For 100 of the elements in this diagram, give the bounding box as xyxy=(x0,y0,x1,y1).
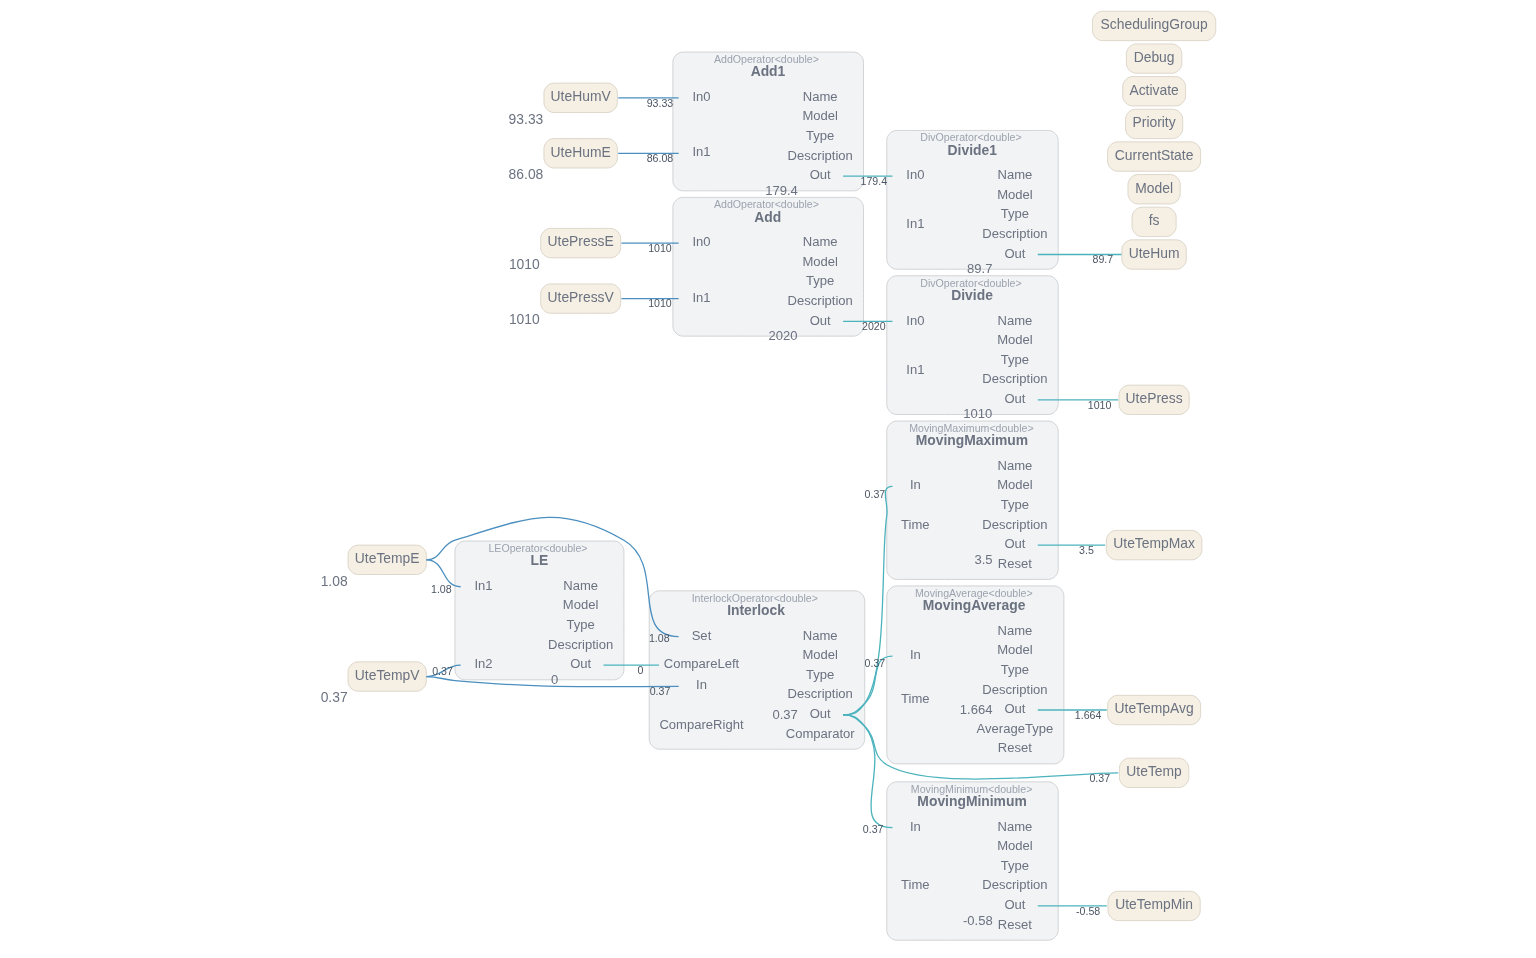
connector xyxy=(1037,709,1108,711)
node-text: Out xyxy=(809,167,831,183)
node-text: In0 xyxy=(692,88,711,104)
edge-label: 1.664 xyxy=(1074,708,1102,721)
edge-label: 93.33 xyxy=(646,96,674,109)
node-text: Name xyxy=(802,234,838,250)
node-text: In1 xyxy=(906,216,925,232)
edge-label: 0.37 xyxy=(862,823,884,836)
node-text: Out xyxy=(1004,536,1026,552)
node-text: Name xyxy=(997,167,1033,183)
connector xyxy=(842,714,894,829)
node-text: CompareRight xyxy=(659,716,744,732)
connector xyxy=(842,175,894,177)
node-box: UtePressV xyxy=(540,283,622,314)
edge-label: 1.08 xyxy=(431,582,452,595)
node-text: Model xyxy=(802,108,839,124)
node-text: Description xyxy=(548,636,614,652)
node-label: 0.37 xyxy=(772,706,798,722)
node-text: Reset xyxy=(997,740,1032,756)
node-text: Out xyxy=(1004,701,1026,717)
node-text: Description xyxy=(982,371,1048,387)
node-label: 93.33 xyxy=(508,110,544,127)
node-text: Name xyxy=(997,457,1033,473)
node-text: Model xyxy=(802,647,839,663)
node-text: Out xyxy=(1004,897,1026,913)
connector xyxy=(1037,905,1108,907)
node-text: Reset xyxy=(997,916,1032,932)
edge-label: 2020 xyxy=(862,320,886,333)
edge-label: 1.08 xyxy=(648,632,670,645)
edge-label: 86.08 xyxy=(646,152,674,165)
node-text: Type xyxy=(806,128,835,144)
node-text: Name xyxy=(997,818,1033,834)
node-label: 3.5 xyxy=(974,551,993,567)
edge-label: 0 xyxy=(637,663,644,676)
node-text: In xyxy=(909,647,921,663)
node-box: SchedulingGroup xyxy=(1092,10,1217,42)
node-text: Model xyxy=(997,332,1033,348)
node-box: UtePress xyxy=(1118,384,1190,415)
node-box: Model xyxy=(1127,174,1181,205)
node-text: In1 xyxy=(474,577,493,593)
node-box: UteHumE xyxy=(543,138,618,169)
node-text: Out xyxy=(1004,245,1026,261)
node-text: Description xyxy=(982,516,1048,532)
node-text: Type xyxy=(1000,857,1030,873)
node-text: Name xyxy=(997,622,1033,638)
node-label: 1.664 xyxy=(959,701,993,717)
node-text: Type xyxy=(1000,497,1030,513)
node-text: CompareLeft xyxy=(663,656,740,672)
node-text: Model xyxy=(997,838,1033,854)
connector xyxy=(602,664,660,666)
node-text: In2 xyxy=(474,656,493,672)
node-text: Type xyxy=(806,273,835,289)
node-text: AverageType xyxy=(976,720,1054,736)
node-text: Model xyxy=(802,253,839,269)
node-text: Out xyxy=(1004,390,1026,406)
node-text: In xyxy=(909,477,921,493)
node-text: Model xyxy=(997,186,1033,202)
node-text: Description xyxy=(787,686,853,702)
node-label: 1010 xyxy=(508,255,540,272)
connector xyxy=(620,297,680,300)
node-label: -0.58 xyxy=(962,912,993,928)
node-text: Model xyxy=(997,477,1033,493)
node-box: UteTempMin xyxy=(1107,890,1201,921)
node-box: UteHumV xyxy=(543,82,618,113)
edge-label: 0.37 xyxy=(864,487,886,500)
node-text: Out xyxy=(570,656,592,672)
node-text: Time xyxy=(901,691,930,707)
edge-label: 1010 xyxy=(648,297,672,310)
node-box: UtePressE xyxy=(540,228,622,259)
node-text: Type xyxy=(566,617,595,633)
connector xyxy=(617,152,680,154)
edge-label: 1010 xyxy=(648,241,672,254)
node-text: Type xyxy=(806,666,835,682)
edge-label: 89.7 xyxy=(1092,253,1114,266)
node-text: In1 xyxy=(692,289,711,305)
connector xyxy=(425,559,462,588)
node-text: Time xyxy=(901,877,930,893)
connector xyxy=(842,320,894,323)
node-text: Type xyxy=(1000,206,1030,222)
node-text: Model xyxy=(562,597,599,613)
node-text: Reset xyxy=(997,555,1032,571)
node-label: 1010 xyxy=(508,311,540,328)
node-box: fs xyxy=(1131,206,1177,237)
node-label: 1.08 xyxy=(320,572,348,589)
node-box: Activate xyxy=(1122,76,1186,107)
connector xyxy=(1037,544,1106,546)
edge-label: 1010 xyxy=(1087,398,1112,411)
node-box: Priority xyxy=(1125,108,1184,139)
node-text: Set xyxy=(691,627,712,643)
connector xyxy=(1037,253,1123,256)
edge-label: -0.58 xyxy=(1076,904,1101,917)
node-text: Name xyxy=(563,577,599,593)
connector xyxy=(425,516,680,638)
node-box: UteHum xyxy=(1121,239,1187,270)
node-text: In0 xyxy=(906,312,925,328)
edge-label: 0.37 xyxy=(1089,772,1111,785)
node-text: Name xyxy=(802,627,838,643)
node-box: UteTempV xyxy=(347,661,427,692)
node-text: In0 xyxy=(692,234,711,250)
node-text: Name xyxy=(802,88,838,104)
